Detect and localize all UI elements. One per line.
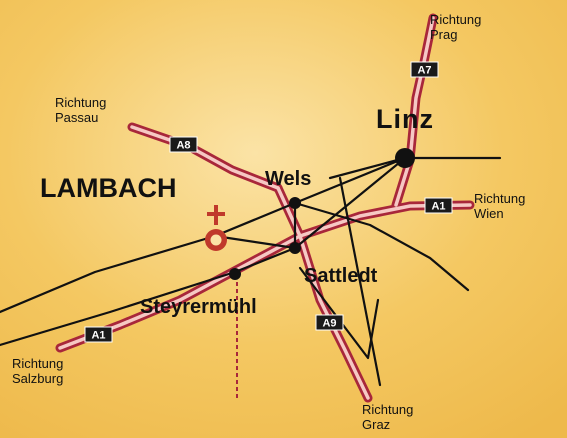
- rail-linz-sattledt: [293, 156, 407, 250]
- shield-a8: A8: [169, 136, 198, 153]
- rail-linz-wels: [328, 156, 407, 180]
- rail-loop: [298, 266, 380, 360]
- svg-text:Richtung: Richtung: [55, 95, 106, 110]
- svg-text:A1: A1: [431, 201, 445, 213]
- shield-a1-west: A1: [84, 326, 113, 343]
- rail-graz: [338, 176, 382, 387]
- place-label-linz: Linz: [376, 104, 434, 134]
- direction-salzburg: Richtung Salzburg: [12, 356, 63, 386]
- svg-text:Richtung: Richtung: [430, 12, 481, 27]
- wels-node: [289, 197, 301, 209]
- rail-east: [293, 201, 470, 292]
- svg-text:Richtung: Richtung: [474, 191, 525, 206]
- svg-text:A9: A9: [322, 318, 336, 330]
- direction-wien: Richtung Wien: [474, 191, 525, 221]
- svg-text:A7: A7: [417, 65, 431, 77]
- rail-south: [0, 246, 297, 347]
- place-label-lambach: LAMBACH: [40, 173, 176, 203]
- rail-main: [0, 156, 502, 314]
- rail-lambach-sattledt: [213, 234, 297, 250]
- svg-text:A8: A8: [176, 140, 190, 152]
- sattledt-node: [289, 242, 301, 254]
- shield-a1-east: A1: [424, 197, 453, 214]
- church-location-icon: [205, 205, 227, 251]
- svg-text:Graz: Graz: [362, 417, 390, 432]
- svg-text:Salzburg: Salzburg: [12, 371, 63, 386]
- motorway-stripe: [58, 16, 472, 400]
- linz-node: [395, 148, 415, 168]
- direction-prag: Richtung Prag: [430, 12, 481, 42]
- railway-lines: [0, 156, 502, 387]
- svg-text:Passau: Passau: [55, 110, 98, 125]
- direction-graz: Richtung Graz: [362, 402, 413, 432]
- steyrermuehl-node: [229, 268, 241, 280]
- svg-text:Prag: Prag: [430, 27, 457, 42]
- place-label-steyrermuehl: Steyrermühl: [140, 296, 257, 318]
- direction-passau: Richtung Passau: [55, 95, 106, 125]
- svg-text:Wien: Wien: [474, 206, 504, 221]
- svg-text:Richtung: Richtung: [12, 356, 63, 371]
- svg-text:Richtung: Richtung: [362, 402, 413, 417]
- place-label-wels: Wels: [265, 168, 311, 190]
- shield-a9: A9: [315, 314, 344, 331]
- place-label-sattledt: Sattledt: [304, 265, 378, 287]
- shield-a7: A7: [410, 61, 439, 78]
- svg-text:A1: A1: [91, 330, 105, 342]
